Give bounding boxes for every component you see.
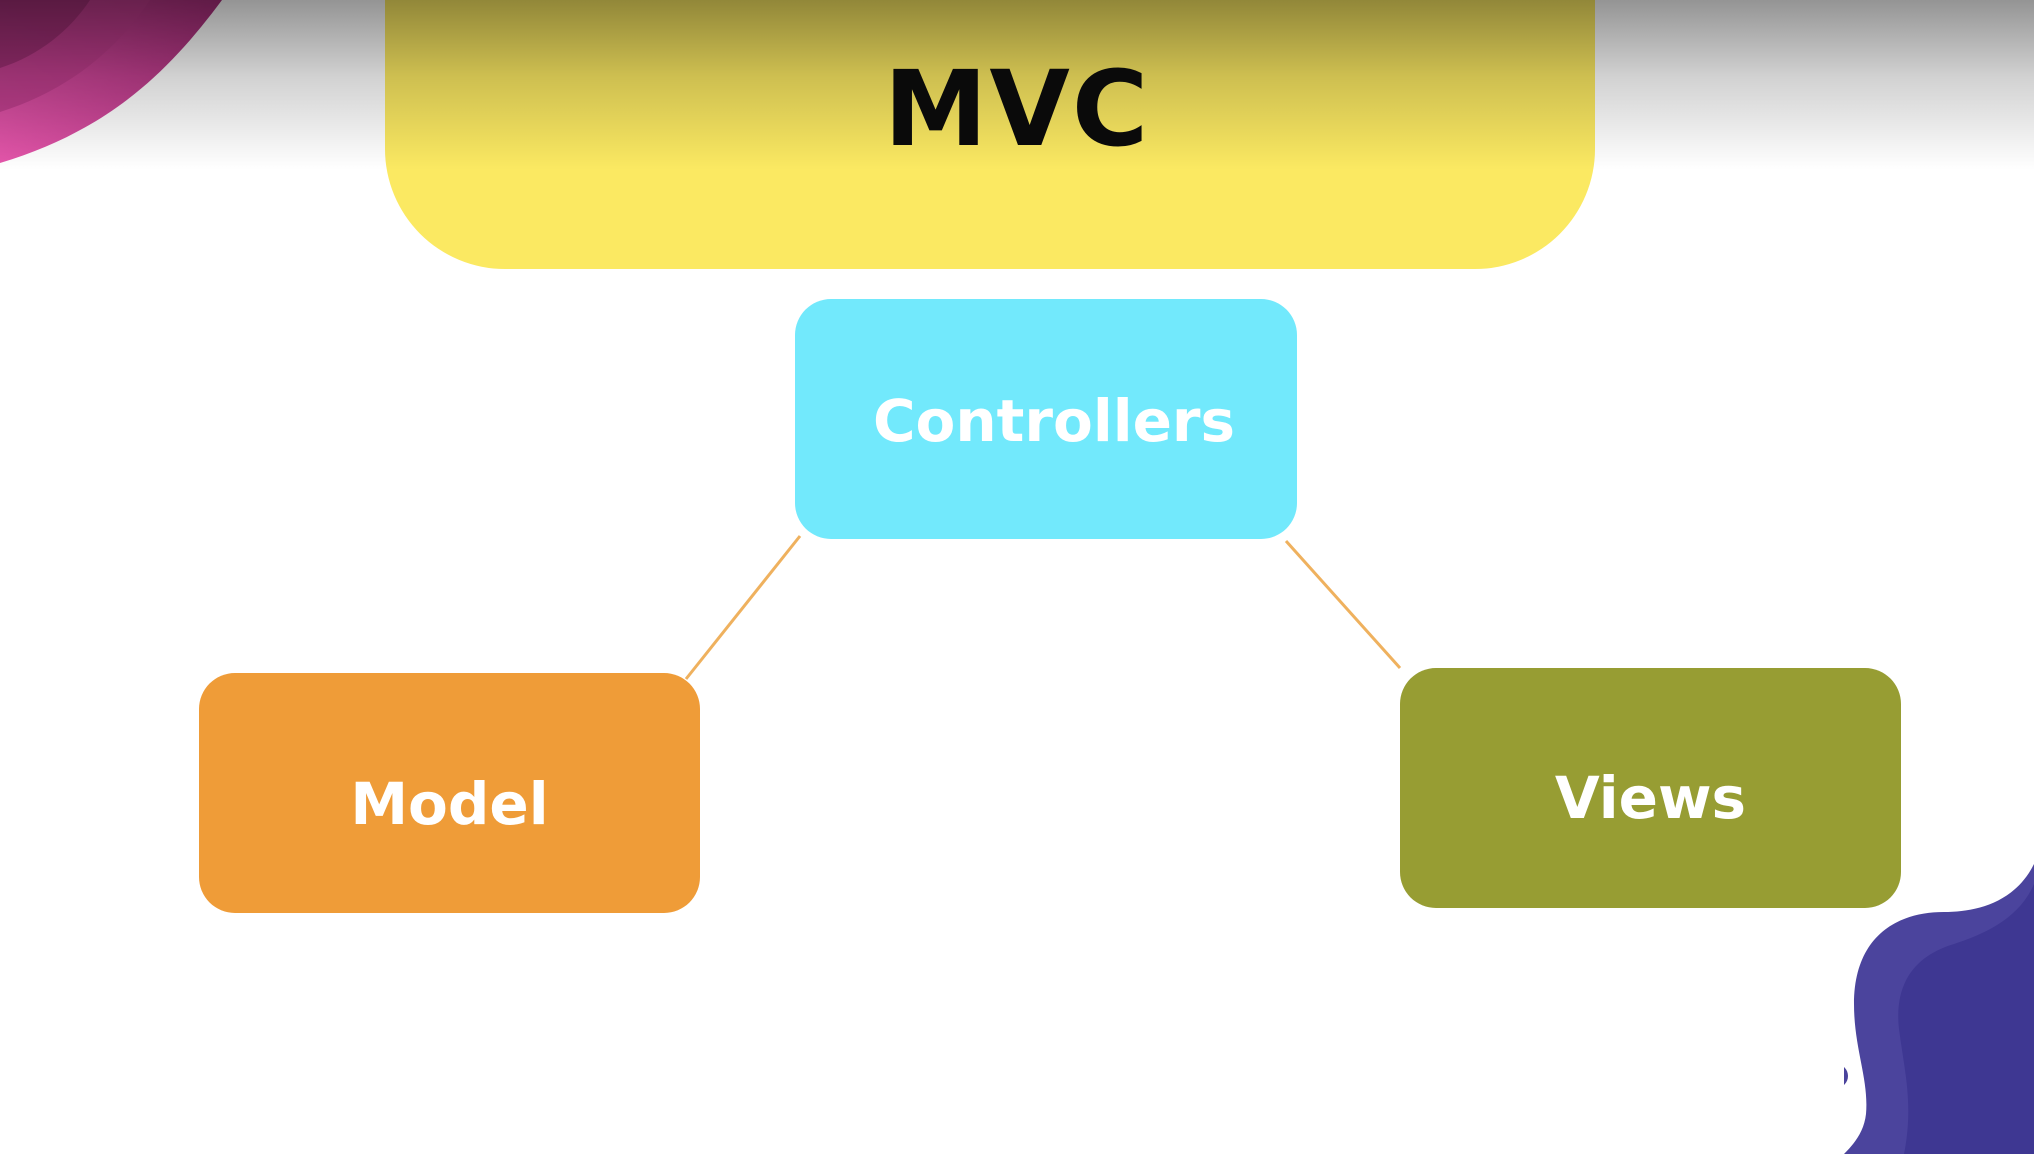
connector-controllers-views bbox=[1284, 539, 1402, 670]
views-box: Views bbox=[1400, 668, 1901, 908]
connector-controllers-model bbox=[684, 535, 802, 680]
views-label: Views bbox=[1554, 764, 1747, 832]
controllers-box: Controllers bbox=[795, 299, 1297, 539]
page-title: MVC bbox=[883, 48, 1151, 170]
model-label: Model bbox=[350, 770, 549, 838]
bottom-right-decorative-blob bbox=[1844, 864, 2034, 1154]
controllers-label: Controllers bbox=[872, 387, 1236, 455]
top-left-decorative-blob bbox=[0, 0, 222, 163]
title-banner bbox=[385, 0, 1595, 269]
model-box: Model bbox=[199, 673, 700, 913]
